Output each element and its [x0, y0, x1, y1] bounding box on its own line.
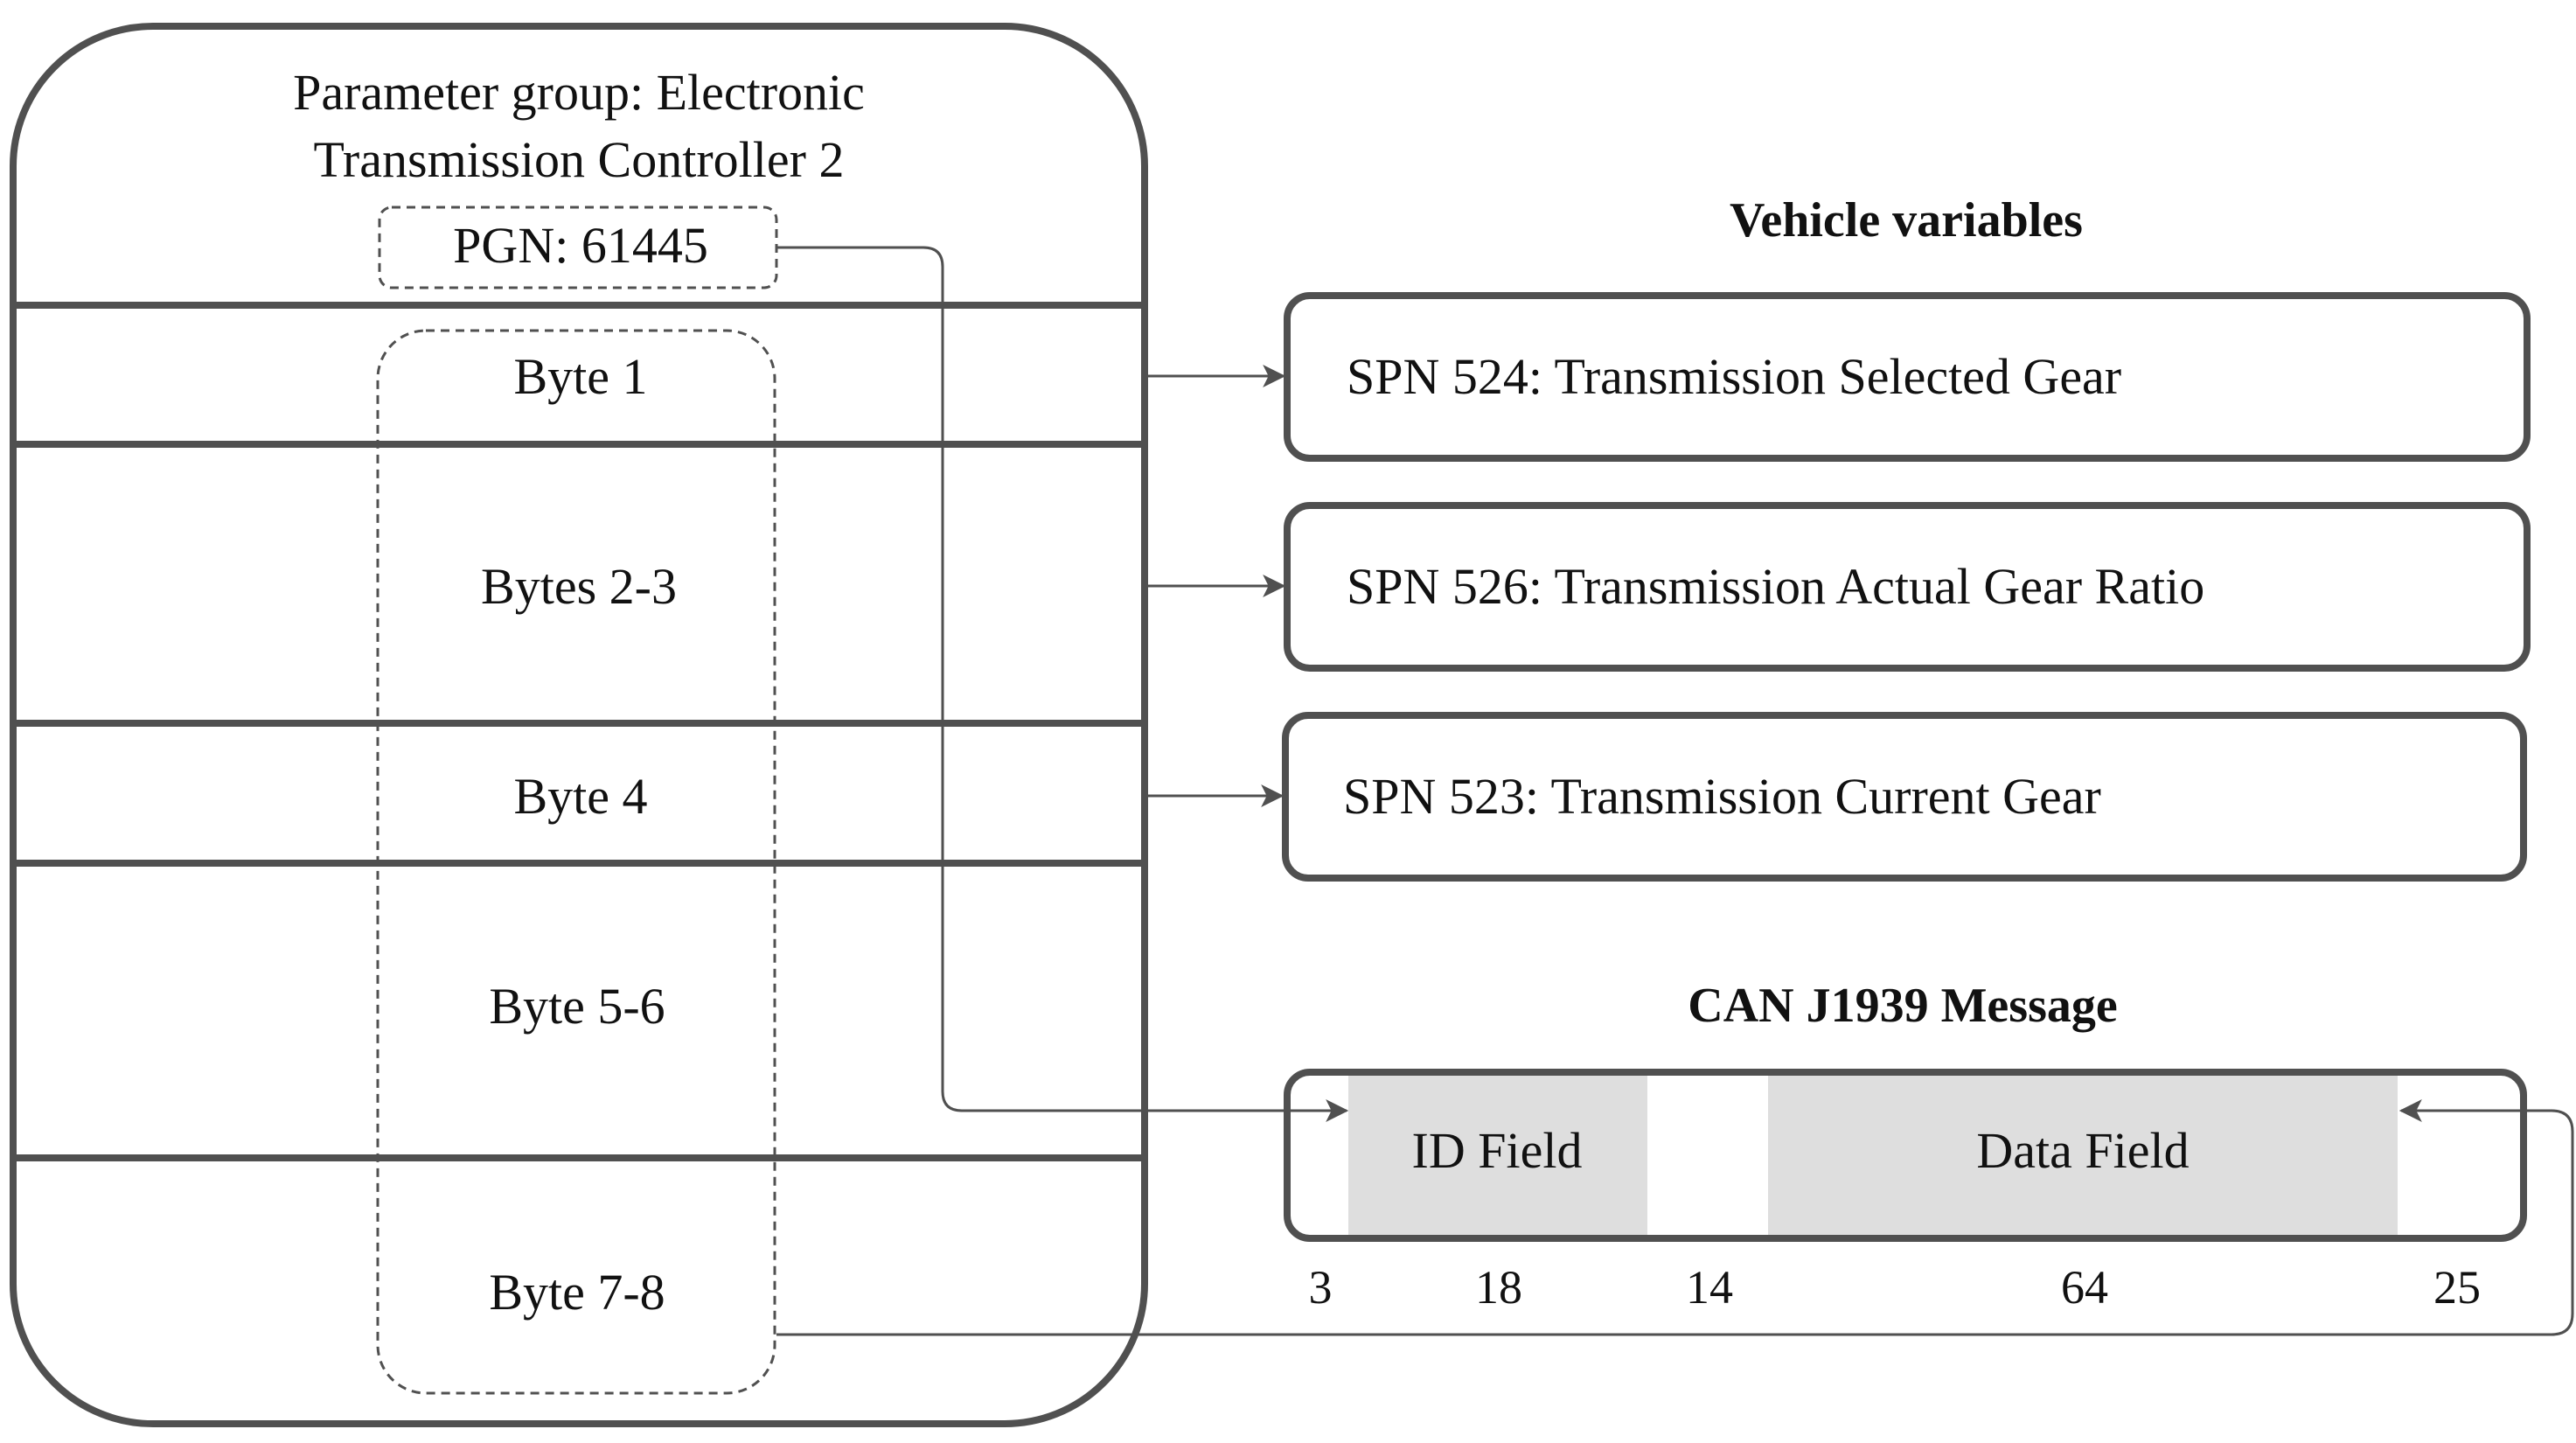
arrow-bytes-to-data-field: [776, 1099, 2574, 1336]
spn-label: SPN 523: Transmission Current Gear: [1343, 768, 2101, 825]
spn-label: SPN 526: Transmission Actual Gear Ratio: [1347, 558, 2204, 615]
id-field-block: [1348, 1074, 1647, 1237]
can-frame-outline: [1284, 1069, 2527, 1242]
parameter-group: Parameter group: Electronic Transmission…: [10, 23, 1148, 1427]
connectors: [776, 246, 2574, 1336]
pgn-label: PGN: 61445: [453, 217, 708, 274]
bit-count-label: 25: [2433, 1261, 2481, 1314]
byte-label: Byte 1: [513, 348, 647, 405]
can-message-heading: CAN J1939 Message: [1688, 979, 2117, 1033]
spn-box: [1284, 292, 2531, 462]
byte-column: [376, 329, 776, 1395]
byte-label: Byte 7-8: [489, 1264, 665, 1321]
spn-label: SPN 524: Transmission Selected Gear: [1347, 348, 2121, 405]
vehicle-variables-heading: Vehicle variables: [1730, 193, 2083, 247]
data-field-block: [1768, 1074, 2398, 1237]
spn-box: [1282, 712, 2527, 882]
bit-count-label: 64: [2061, 1261, 2108, 1314]
bit-count-label: 14: [1686, 1261, 1733, 1314]
id-field-label: ID Field: [1412, 1122, 1583, 1179]
byte-label: Byte 4: [513, 768, 647, 825]
byte-label: Bytes 2-3: [481, 558, 677, 615]
bit-count-label: 18: [1475, 1261, 1522, 1314]
byte-label: Byte 5-6: [489, 978, 665, 1035]
vehicle-variables: Vehicle variables SPN 524: Transmission …: [1282, 193, 2531, 882]
bit-count-label: 3: [1309, 1261, 1333, 1314]
can-message: CAN J1939 Message ID Field Data Field 3 …: [1284, 979, 2527, 1314]
parameter-group-title-line1: Parameter group: Electronic: [293, 64, 865, 121]
spn-box: [1284, 502, 2531, 672]
arrow-pgn-to-id-field: [776, 246, 1349, 1122]
parameter-group-title-line2: Transmission Controller 2: [314, 131, 845, 188]
data-field-label: Data Field: [1976, 1122, 2189, 1179]
